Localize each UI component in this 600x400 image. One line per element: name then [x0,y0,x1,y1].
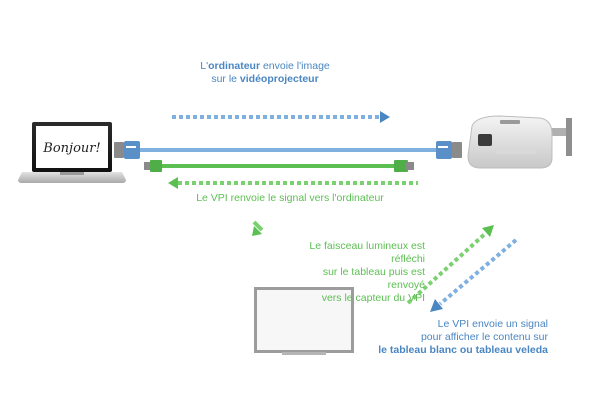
top-caption: L'ordinateur envoie l'image sur le vidéo… [180,60,350,86]
top-caption-line1-prefix: L' [200,60,209,72]
usb-cable [144,160,414,172]
top-caption-ordinateur: ordinateur [208,60,261,72]
whiteboard-icon [254,287,354,355]
light-beam-line3: vers le capteur du VPI [321,292,425,304]
bottom-caption-line3: le tableau blanc ou tableau veleda [378,344,548,356]
arrow-light-beam [406,225,494,305]
arrow-to-projector [172,111,390,123]
arrow-to-board [430,238,518,312]
top-caption-videoprojecteur: vidéoprojecteur [239,73,319,85]
light-beam-caption: Le faisceau lumineux est réfléchi sur le… [285,240,425,305]
laptop-screen-text: Bonjour! [42,141,100,156]
light-beam-line1: Le faisceau lumineux est réfléchi [309,240,425,265]
laptop-icon: Bonjour! [18,122,126,183]
middle-caption: Le VPI renvoie le signal vers l'ordinate… [196,192,384,204]
top-caption-line1-suffix: envoie l'image [260,60,330,72]
arrow-small-left [252,220,264,236]
hdmi-cable [114,141,462,159]
projector-icon [467,115,572,169]
arrow-to-computer [168,177,418,189]
bottom-caption-line1: Le VPI envoie un signal [437,318,548,330]
top-caption-line2-prefix: sur le [211,73,240,85]
light-beam-line2: sur le tableau puis est renvoyé [322,266,425,291]
bottom-caption: Le VPI envoie un signal pour afficher le… [348,318,548,357]
bottom-caption-line2: pour afficher le contenu sur [420,331,548,343]
